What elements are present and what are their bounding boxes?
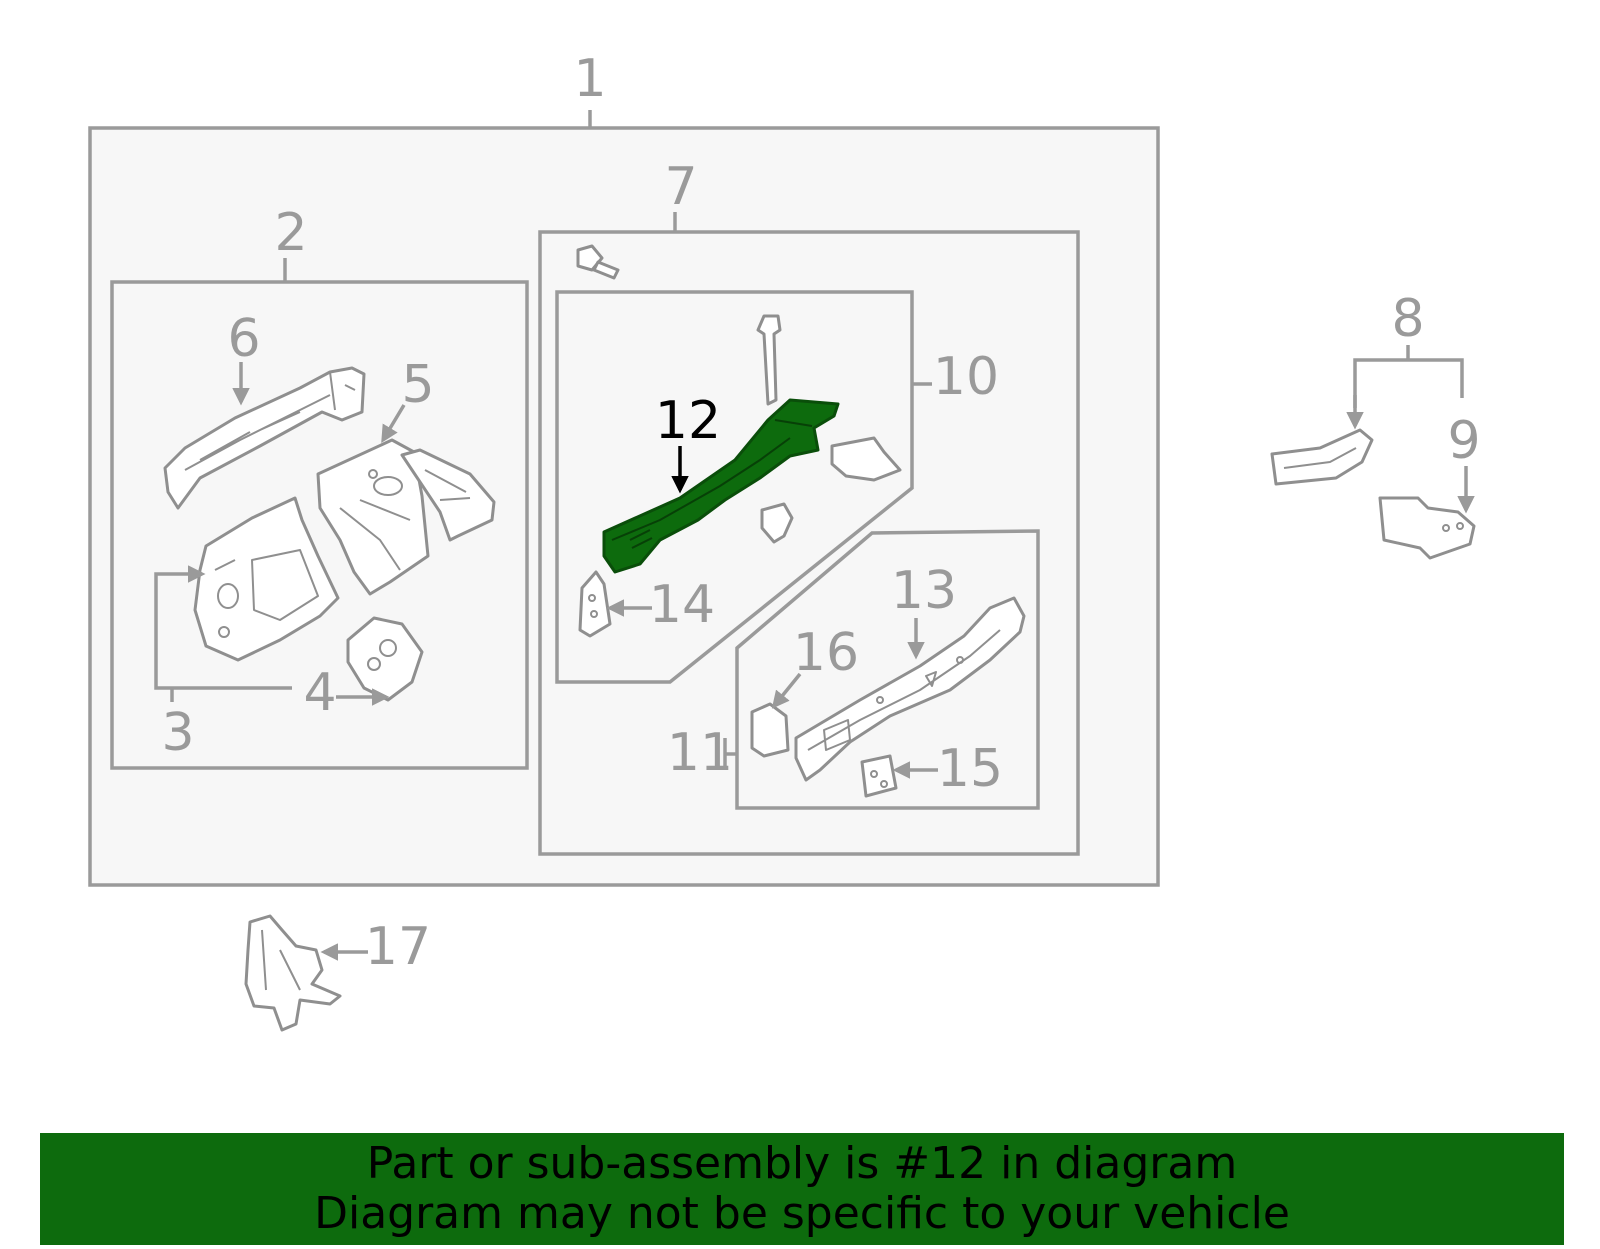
assembly-box-11 [735, 529, 1040, 810]
callout-1: 1 [573, 49, 606, 109]
banner-line-2: Diagram may not be specific to your vehi… [314, 1188, 1290, 1239]
part-4-shape [346, 616, 424, 702]
part-12-highlighted-shape [602, 398, 840, 574]
part-14-shape [578, 570, 612, 638]
bolt-shape [576, 244, 620, 280]
part-8-shape [1270, 428, 1374, 486]
callout-8: 8 [1391, 289, 1424, 349]
callout-5: 5 [401, 355, 434, 415]
callout-10: 10 [933, 347, 999, 407]
part-16-shape [750, 702, 790, 758]
part-3-shape [193, 496, 340, 662]
callout-2: 2 [274, 203, 307, 263]
part-15-shape [860, 754, 898, 798]
info-banner: Part or sub-assembly is #12 in diagram D… [40, 1133, 1564, 1245]
callout-13: 13 [891, 561, 957, 621]
stud-shape [756, 314, 782, 406]
part-9-shape [1378, 496, 1476, 560]
assembly-box-1 [88, 126, 1160, 887]
callout-9: 9 [1447, 411, 1480, 471]
callout-11: 11 [667, 723, 733, 783]
part-5-shape [316, 438, 496, 596]
banner-line-1: Part or sub-assembly is #12 in diagram [366, 1138, 1238, 1189]
callout-6: 6 [227, 309, 260, 369]
bracket-a-shape [830, 436, 902, 482]
callout-7: 7 [664, 157, 697, 217]
part-6-shape [163, 366, 366, 510]
part-13-shape [794, 596, 1026, 782]
bracket-b-shape [760, 502, 794, 544]
callout-17: 17 [365, 917, 431, 977]
callout-4: 4 [303, 663, 336, 723]
callout-14: 14 [649, 575, 715, 635]
assembly-box-7 [538, 230, 1080, 856]
callout-16: 16 [793, 623, 859, 683]
assembly-box-2 [110, 280, 529, 770]
callout-3: 3 [161, 703, 194, 763]
assembly-box-10 [555, 290, 914, 684]
callout-15: 15 [937, 739, 1003, 799]
part-17-shape [244, 914, 342, 1032]
callout-12: 12 [655, 391, 721, 451]
